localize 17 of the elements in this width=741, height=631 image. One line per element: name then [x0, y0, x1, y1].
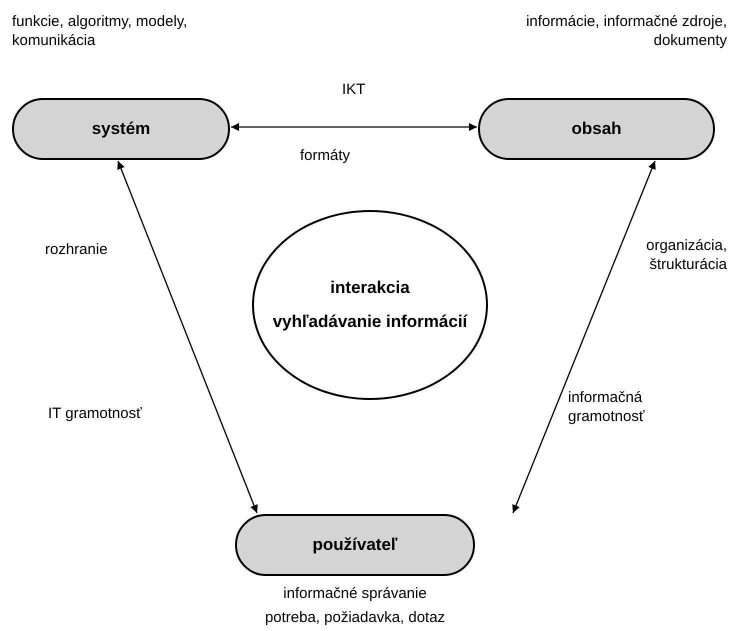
- node-label: obsah: [571, 119, 622, 139]
- node-label: systém: [92, 119, 150, 139]
- node-label: používateľ: [312, 535, 398, 555]
- node-caption: informácie, informačné zdroje, dokumenty: [525, 12, 727, 50]
- annotation-text: formáty: [300, 146, 352, 165]
- annotation-text: informačná gramotnosť: [568, 388, 646, 426]
- node-label: vyhľadávanie informácií: [272, 312, 468, 332]
- node-caption: funkcie, algoritmy, modely, komunikácia: [12, 12, 188, 50]
- annotation-text: IT gramotnosť: [48, 404, 143, 423]
- annotation-text: rozhranie: [45, 240, 109, 259]
- double-arrow: [117, 160, 258, 514]
- double-arrow: [512, 160, 656, 514]
- node-caption: potreba, požiadavka, dotaz: [264, 608, 446, 627]
- node-caption: informačné správanie: [282, 584, 428, 603]
- node-label: interakcia: [330, 278, 410, 298]
- double-arrow: [231, 123, 477, 131]
- annotation-text: organizácia, štrukturácia: [645, 236, 727, 274]
